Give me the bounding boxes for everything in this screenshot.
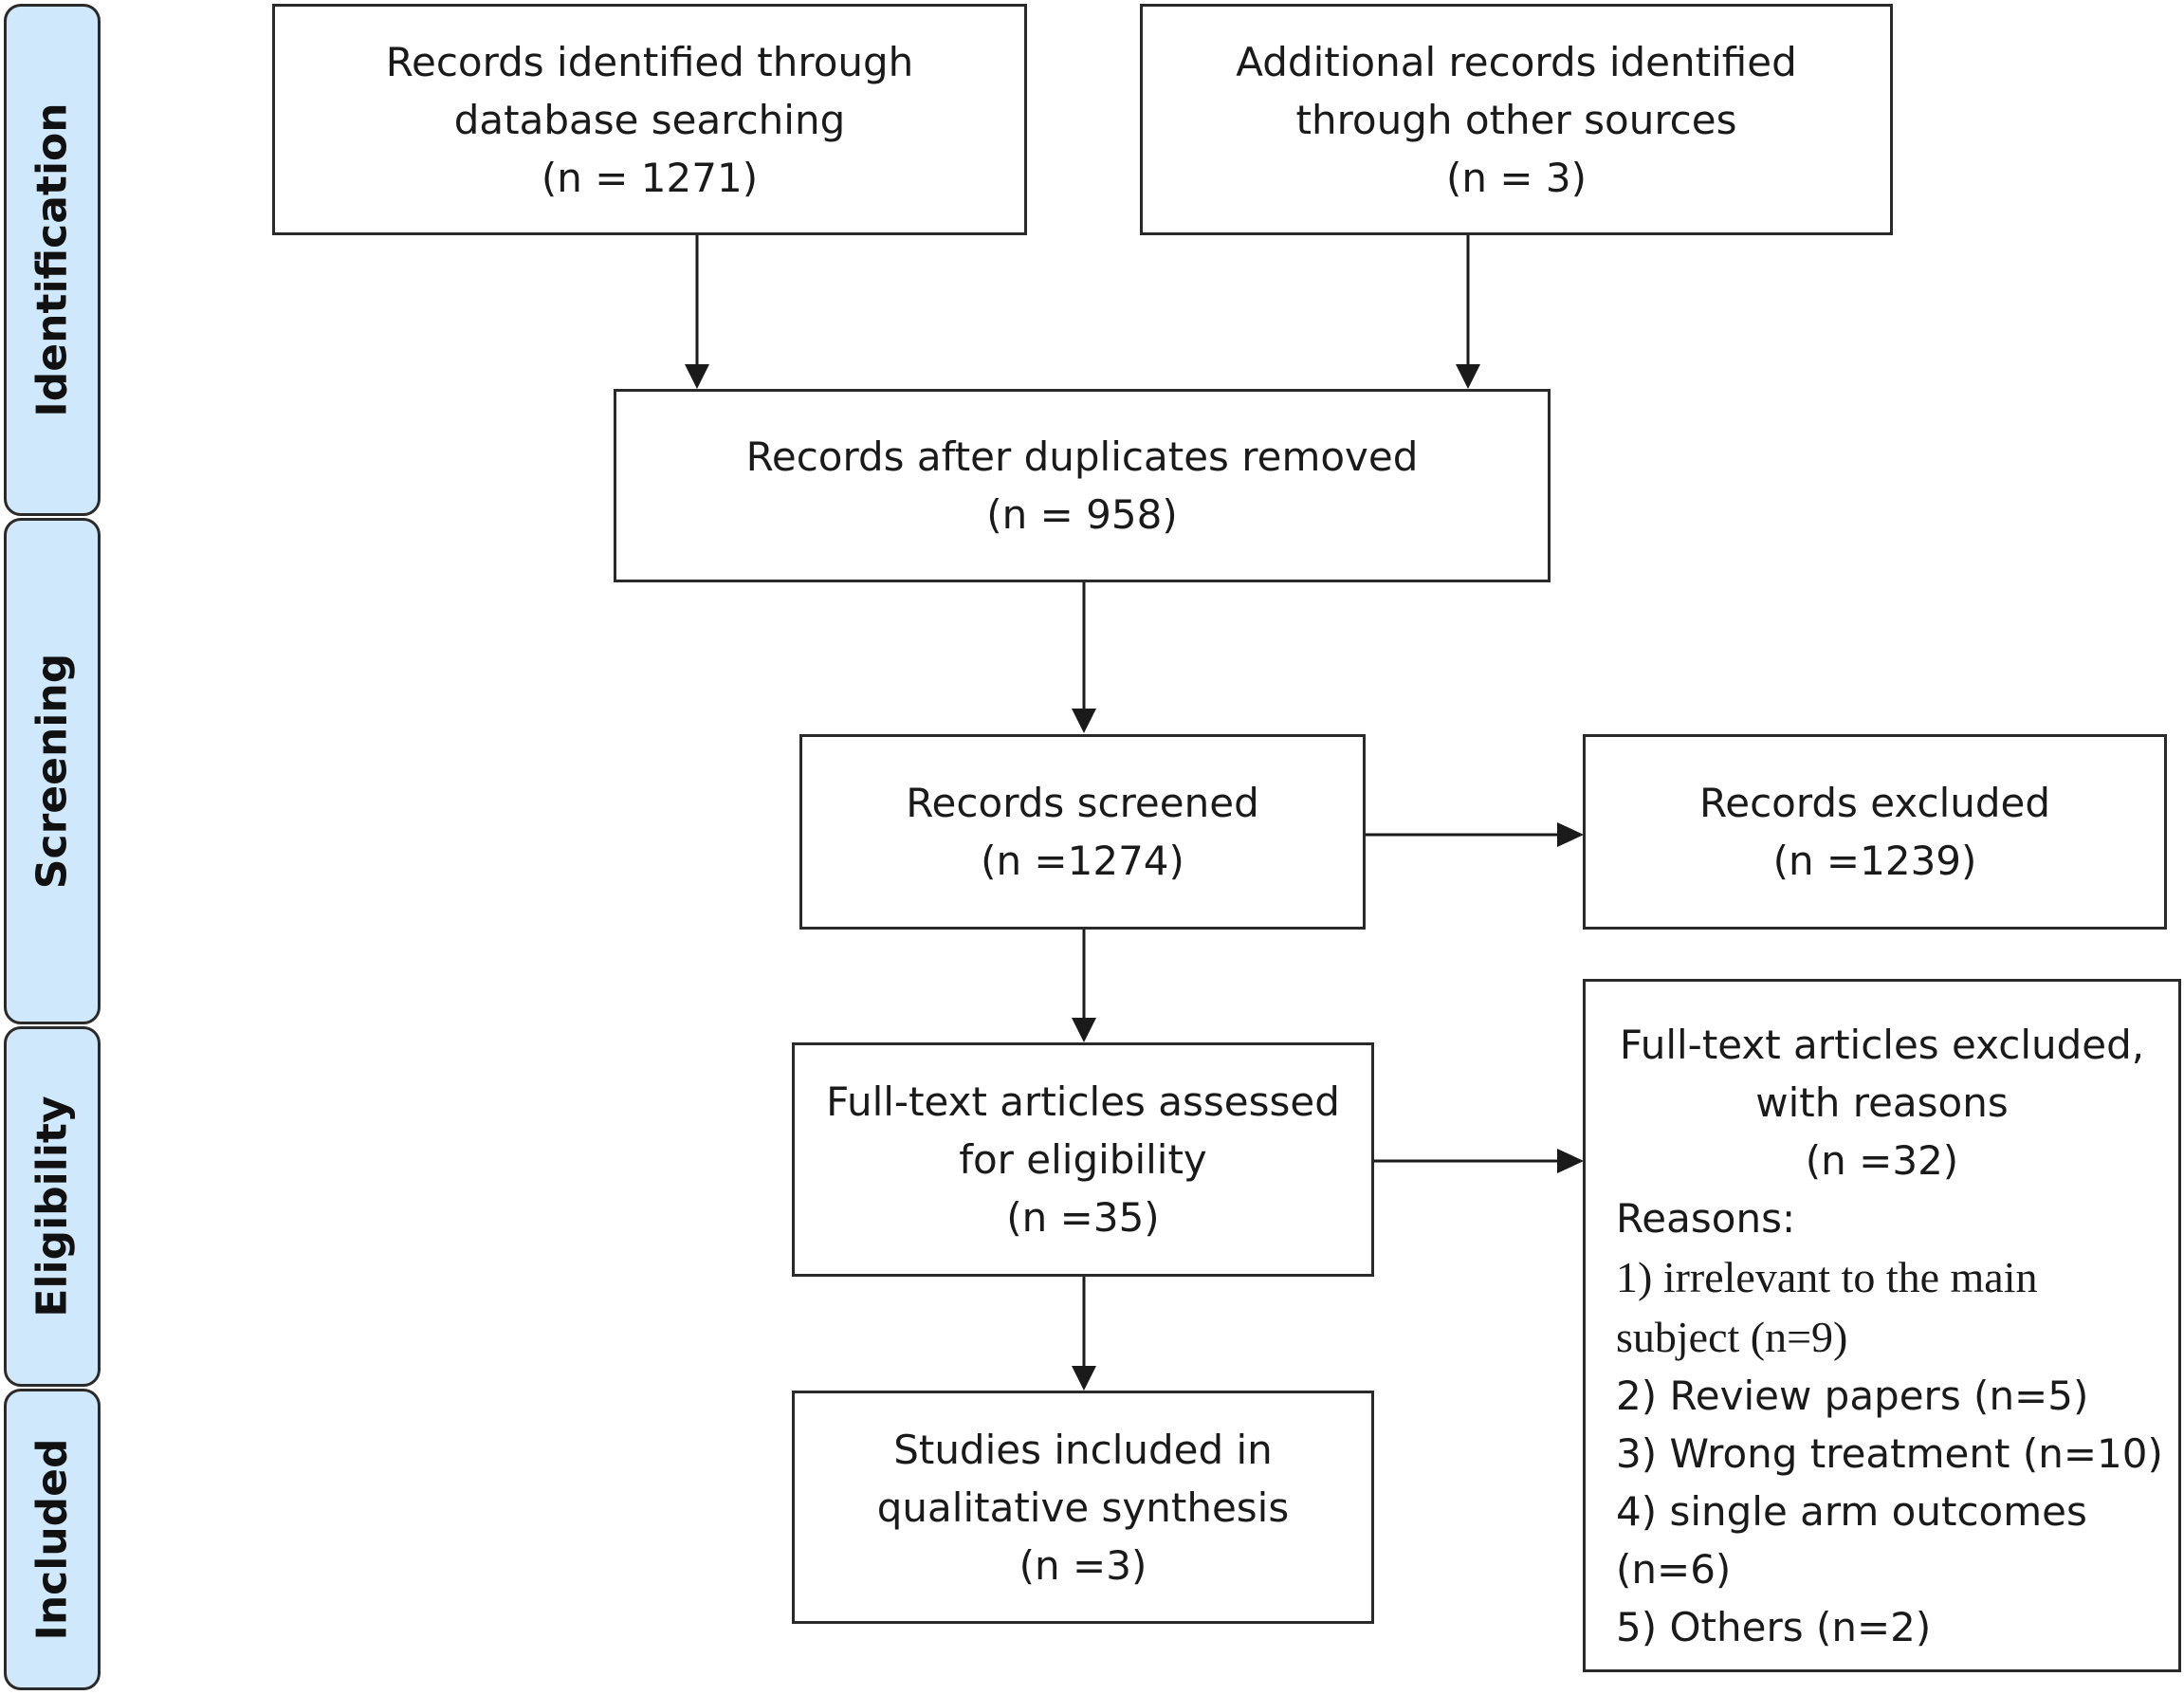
fulltext-excluded-line1: Full-text articles excluded, xyxy=(1619,1022,2145,1068)
reason-4-line1: 4) single arm outcomes xyxy=(1616,1488,2087,1535)
fulltext-line1: Full-text articles assessed xyxy=(826,1078,1340,1125)
included-line2: qualitative synthesis xyxy=(876,1483,1290,1531)
box-additional-records: Additional records identified through ot… xyxy=(1140,4,1893,235)
screened-line1: Records screened xyxy=(906,780,1259,826)
other-count: (n = 3) xyxy=(1445,154,1587,201)
included-line1: Studies included in xyxy=(893,1426,1273,1473)
box-records-screened: Records screened (n =1274) xyxy=(799,734,1366,930)
phase-identification: Identification xyxy=(4,4,101,516)
other-line2: through other sources xyxy=(1295,96,1737,143)
fulltext-excluded-count: (n =32) xyxy=(1805,1137,1959,1184)
reason-4-line2: (n=6) xyxy=(1616,1546,1732,1593)
database-line2: database searching xyxy=(453,96,846,143)
duplicates-count: (n = 958) xyxy=(986,491,1178,538)
reason-1-line2: subject (n=9) xyxy=(1616,1313,1848,1361)
phase-included: Included xyxy=(4,1389,101,1690)
box-records-identified-database: Records identified through database sear… xyxy=(272,4,1027,235)
box-records-excluded: Records excluded (n =1239) xyxy=(1583,734,2167,930)
reason-1-line1: 1) irrelevant to the main xyxy=(1616,1253,2038,1301)
reason-3: 3) Wrong treatment (n=10) xyxy=(1616,1430,2163,1477)
box-fulltext-assessed: Full-text articles assessed for eligibil… xyxy=(792,1042,1374,1277)
phase-screening: Screening xyxy=(4,518,101,1024)
fulltext-excluded-line2: with reasons xyxy=(1755,1079,2009,1126)
box-fulltext-excluded: Full-text articles excluded, with reason… xyxy=(1583,979,2181,1672)
included-count: (n =3) xyxy=(1019,1541,1147,1589)
fulltext-line2: for eligibility xyxy=(959,1136,1207,1183)
excluded-count: (n =1239) xyxy=(1772,838,1977,884)
other-line1: Additional records identified xyxy=(1236,38,1797,85)
box-duplicates-removed: Records after duplicates removed (n = 95… xyxy=(614,389,1551,582)
database-line1: Records identified through xyxy=(385,38,914,85)
box-studies-included: Studies included in qualitative synthesi… xyxy=(792,1391,1374,1624)
duplicates-line1: Records after duplicates removed xyxy=(745,433,1419,480)
reasons-label: Reasons: xyxy=(1616,1195,1796,1242)
reason-5: 5) Others (n=2) xyxy=(1616,1604,1932,1650)
reason-2: 2) Review papers (n=5) xyxy=(1616,1373,2089,1419)
fulltext-count: (n =35) xyxy=(1006,1194,1160,1241)
screened-count: (n =1274) xyxy=(981,838,1184,884)
excluded-line1: Records excluded xyxy=(1698,780,2051,826)
database-count: (n = 1271) xyxy=(541,154,759,201)
phase-eligibility: Eligibility xyxy=(4,1026,101,1387)
